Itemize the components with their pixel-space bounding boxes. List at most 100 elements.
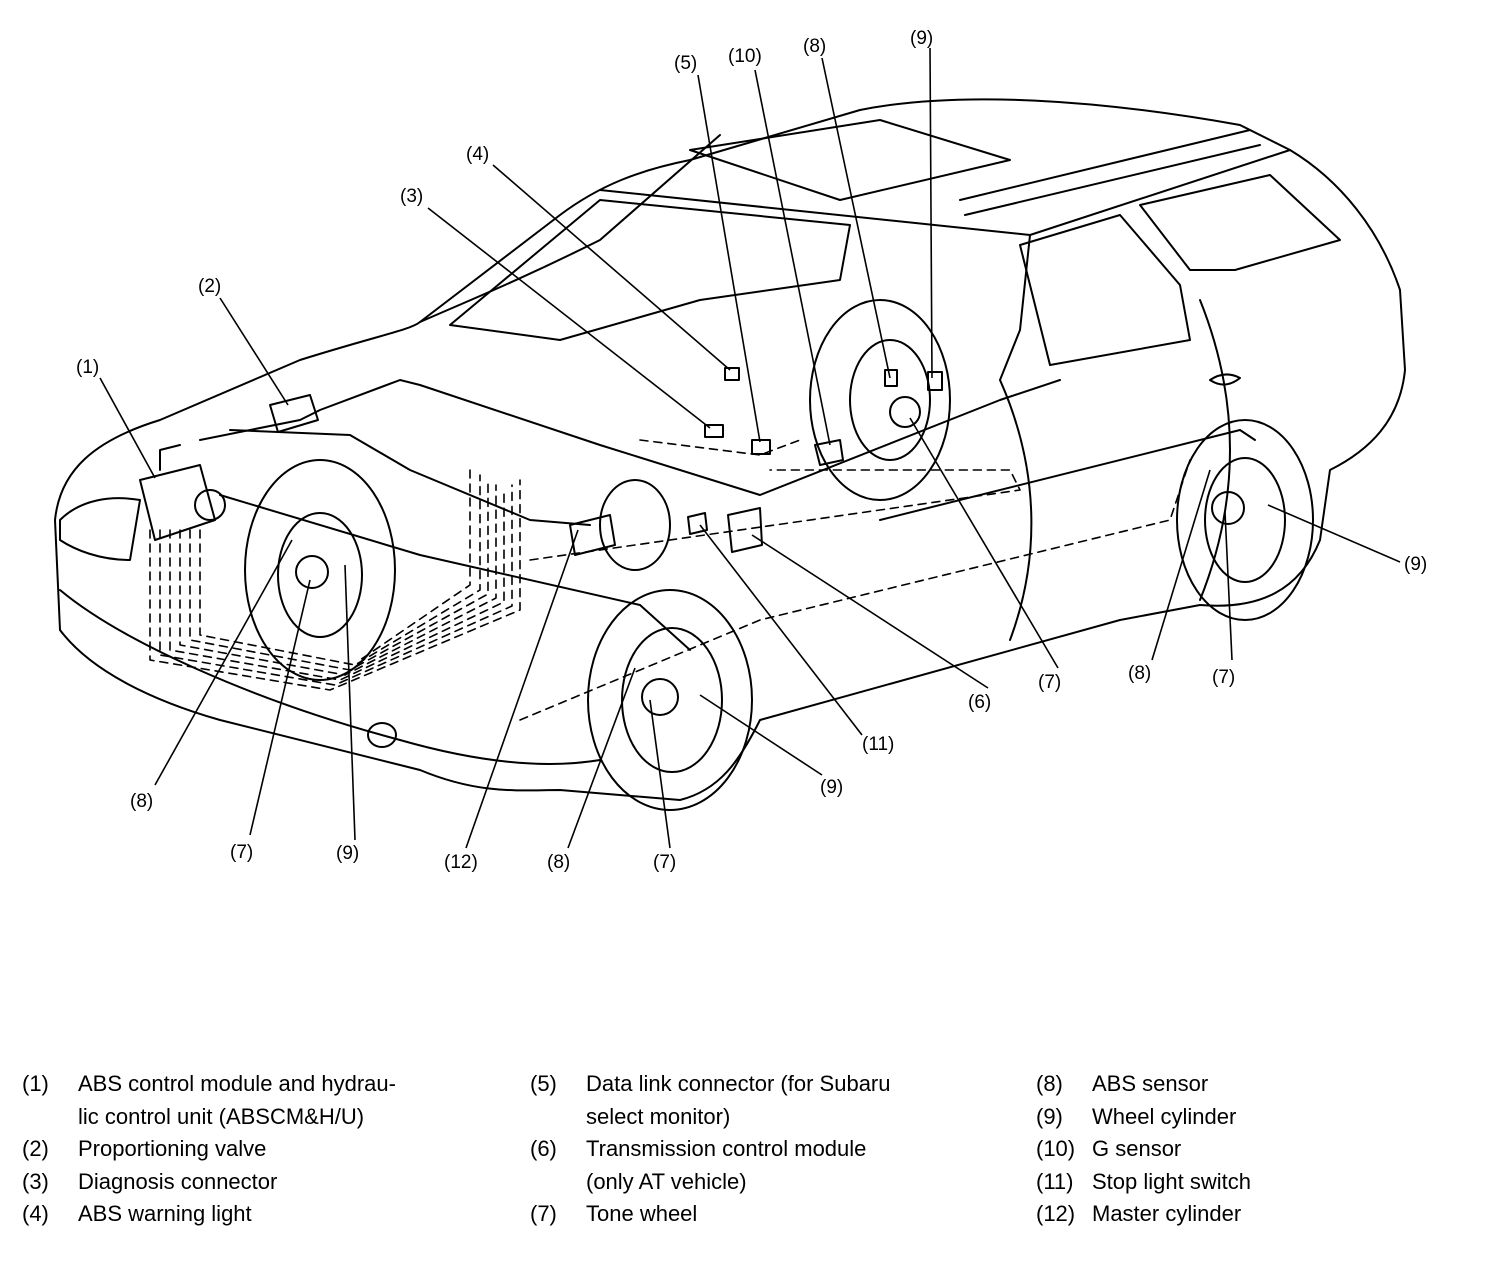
wheel-rear-left-inner xyxy=(849,339,931,461)
leader-3 xyxy=(427,207,711,429)
legend-number: (12) xyxy=(1036,1201,1076,1226)
leader-4 xyxy=(492,164,731,371)
legend-text: Tone wheel xyxy=(586,1201,698,1226)
legend-text: Master cylinder xyxy=(1092,1201,1242,1226)
callout-7-fr: (7) xyxy=(653,852,676,873)
leader-8-fl xyxy=(154,539,293,786)
harness-5 xyxy=(189,479,489,671)
callout-9-fr: (9) xyxy=(820,777,843,798)
callout-8-rr: (8) xyxy=(1128,663,1151,684)
legend-text: Diagnosis connector xyxy=(78,1168,278,1194)
legend-number: (4) xyxy=(22,1201,49,1226)
callout-7-fl: (7) xyxy=(230,842,253,863)
stop-light-switch xyxy=(687,512,708,535)
wheel-front-left-inner xyxy=(277,512,363,638)
harness-8 xyxy=(529,469,1021,561)
legend-number: (7) xyxy=(530,1201,557,1226)
fog-light xyxy=(367,722,397,748)
leader-9-top xyxy=(929,47,933,379)
leader-12 xyxy=(465,529,579,849)
roof-outline xyxy=(419,134,1291,381)
diagnosis-connector xyxy=(704,424,724,438)
harness-3 xyxy=(169,489,505,681)
brake-line-master xyxy=(229,429,591,526)
roof-rail xyxy=(959,129,1261,216)
legend-text: ABS warning light xyxy=(78,1201,252,1226)
wheel-rear-right-inner xyxy=(1204,457,1286,583)
leader-11 xyxy=(699,524,863,736)
legend-item: (11) Stop light switch xyxy=(1036,1166,1492,1199)
sunroof xyxy=(689,119,1011,201)
callout-5: (5) xyxy=(674,53,697,74)
callout-9-rr: (9) xyxy=(1404,554,1427,575)
tone-wheel-rl xyxy=(889,396,921,428)
side-window-rear xyxy=(1139,174,1341,271)
legend-number: (1) xyxy=(22,1071,49,1096)
callout-2: (2) xyxy=(198,276,221,297)
callout-1: (1) xyxy=(76,357,99,378)
leader-7-rl xyxy=(909,417,1059,669)
legend-number: (6) xyxy=(530,1136,557,1161)
harness-6 xyxy=(199,474,481,666)
harness-2 xyxy=(159,484,513,686)
callout-8-top: (8) xyxy=(803,36,826,57)
legend-text: G sensor xyxy=(1092,1136,1182,1161)
legend-column-2: (5) Data link connector (for Subaru sele… xyxy=(530,1068,1006,1231)
legend-item: (9) Wheel cylinder xyxy=(1036,1101,1492,1134)
legend-text: ABS sensor xyxy=(1092,1071,1209,1096)
legend-number: (8) xyxy=(1036,1071,1063,1096)
leader-8-rr xyxy=(1151,469,1211,661)
legend-column-1: (1) ABS control module and hydrau- lic c… xyxy=(22,1068,498,1231)
abs-system-diagram: (1) (2) (3) (4) (5) (10) (8) (9) (9) (8)… xyxy=(54,28,1427,873)
callout-9-fl: (9) xyxy=(336,843,359,864)
tone-wheel-fl xyxy=(295,555,329,589)
legend-text: Stop light switch xyxy=(1092,1168,1251,1194)
leader-5 xyxy=(697,74,761,443)
legend-text: Data link connector (for Subaru select m… xyxy=(586,1071,891,1129)
harness-10 xyxy=(639,439,801,456)
abs-control-unit xyxy=(139,444,226,541)
legend-item: (12) Master cylinder xyxy=(1036,1198,1492,1231)
legend-item: (3) Diagnosis connector xyxy=(22,1166,498,1199)
callout-9-top: (9) xyxy=(910,28,933,49)
callout-8-fl: (8) xyxy=(130,791,153,812)
leader-9-fr xyxy=(699,694,823,776)
legend-item: (6) Transmission control module (only AT… xyxy=(530,1133,1006,1198)
transmission-control-module xyxy=(727,507,763,553)
legend-number: (5) xyxy=(530,1071,557,1096)
door-handle xyxy=(1209,373,1241,386)
side-window-front xyxy=(1019,214,1191,366)
wheel-front-left xyxy=(244,459,396,681)
leader-1 xyxy=(99,377,156,479)
abs-sensor-rl xyxy=(884,369,898,387)
abs-warning-light xyxy=(724,367,740,381)
callout-7-rl: (7) xyxy=(1038,672,1061,693)
legend-item: (4) ABS warning light xyxy=(22,1198,498,1231)
wheel-rear-left xyxy=(809,299,951,501)
leader-2 xyxy=(219,297,289,406)
leader-8-top xyxy=(821,57,891,379)
legend-text: ABS control module and hydrau- lic contr… xyxy=(78,1071,396,1129)
leader-10 xyxy=(754,69,831,446)
leader-6 xyxy=(751,534,989,689)
callout-4: (4) xyxy=(466,144,489,165)
car-body-outline xyxy=(54,98,1406,801)
parts-legend: (1) ABS control module and hydrau- lic c… xyxy=(0,1068,1504,1258)
legend-text: Proportioning valve xyxy=(78,1136,267,1161)
harness-1 xyxy=(149,479,521,691)
data-link-connector xyxy=(751,439,771,455)
wheel-cylinder-rl xyxy=(927,371,943,391)
legend-item: (2) Proportioning valve xyxy=(22,1133,498,1166)
wheel-front-right-inner xyxy=(621,627,723,773)
legend-item: (8) ABS sensor xyxy=(1036,1068,1492,1101)
legend-text: Wheel cylinder xyxy=(1092,1103,1237,1129)
leader-7-fl xyxy=(249,579,311,836)
legend-number: (10) xyxy=(1036,1136,1076,1161)
tone-wheel-rr xyxy=(1211,491,1245,525)
callout-7-rr: (7) xyxy=(1212,667,1235,688)
legend-number: (9) xyxy=(1036,1103,1063,1129)
callout-12: (12) xyxy=(444,852,478,873)
legend-column-3: (8) ABS sensor (9) Wheel cylinder (10) G… xyxy=(1036,1068,1492,1231)
proportioning-valve xyxy=(269,394,319,433)
leader-8-fr xyxy=(567,667,636,849)
